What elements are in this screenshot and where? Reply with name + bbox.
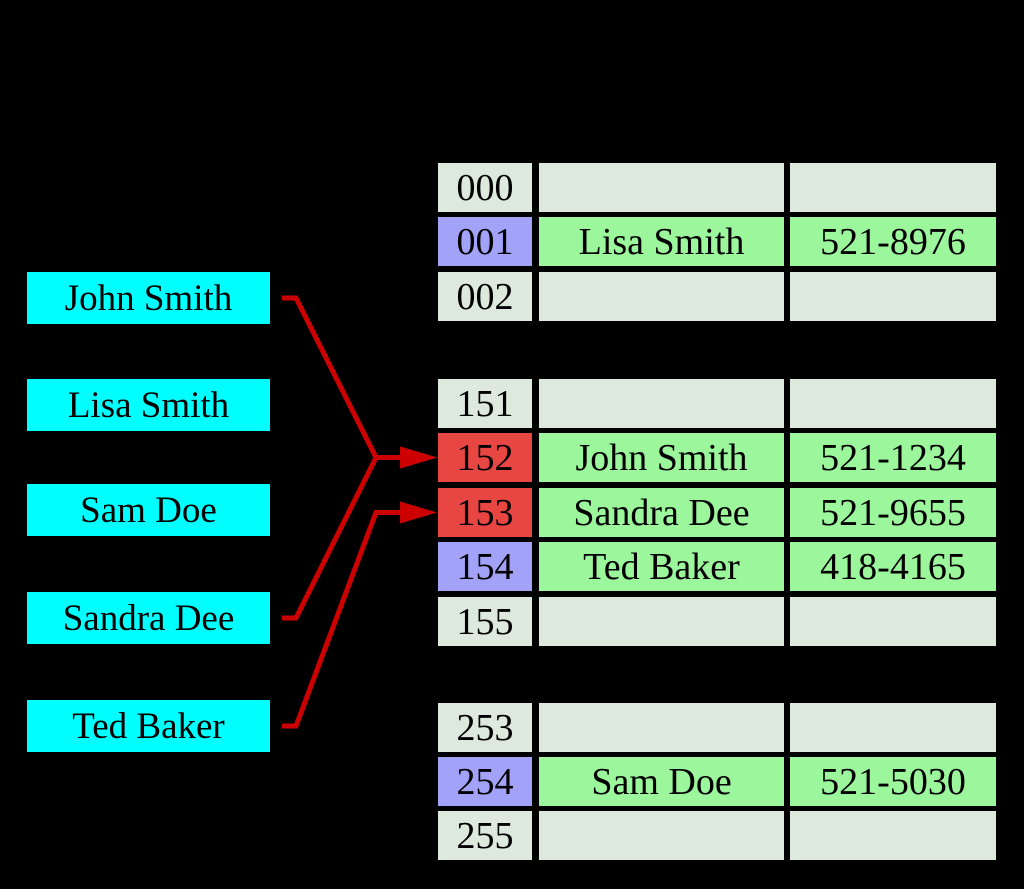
bucket-index-cell: 151: [438, 379, 532, 428]
entry-phone-cell: [790, 597, 996, 646]
bucket-index-cell: 255: [438, 811, 532, 860]
entry-phone-cell: [790, 163, 996, 212]
entry-name-cell: John Smith: [539, 433, 784, 482]
entry-name-cell: [539, 703, 784, 752]
key-label: Sam Doe: [80, 489, 217, 531]
key-box: Sandra Dee: [27, 592, 270, 644]
entry-phone-cell: [790, 272, 996, 321]
bucket-index-cell: 154: [438, 542, 532, 591]
bucket-index-cell: 001: [438, 217, 532, 266]
entry-phone-cell: 521-5030: [790, 757, 996, 806]
hash-arrow-head: [400, 446, 437, 469]
bucket-index-cell: 155: [438, 597, 532, 646]
entry-name-cell: Sam Doe: [539, 757, 784, 806]
entry-name-cell: [539, 272, 784, 321]
key-label: Ted Baker: [72, 705, 225, 747]
entry-phone-cell: 521-8976: [790, 217, 996, 266]
hash-arrow-line: [282, 510, 402, 729]
bucket-index-cell: 000: [438, 163, 532, 212]
entry-name-cell: [539, 597, 784, 646]
entry-phone-cell: 418-4165: [790, 542, 996, 591]
entry-name-cell: [539, 811, 784, 860]
entry-name-cell: Lisa Smith: [539, 217, 784, 266]
hash-arrow-line: [282, 455, 402, 621]
bucket-index-cell: 253: [438, 703, 532, 752]
entry-name-cell: Ted Baker: [539, 542, 784, 591]
bucket-index-cell: 254: [438, 757, 532, 806]
key-label: Sandra Dee: [62, 597, 235, 639]
entry-phone-cell: 521-9655: [790, 488, 996, 537]
entry-name-cell: [539, 163, 784, 212]
bucket-index-cell: 152: [438, 433, 532, 482]
entry-phone-cell: [790, 703, 996, 752]
entry-phone-cell: [790, 379, 996, 428]
hash-arrow-head: [400, 501, 437, 524]
key-box: Sam Doe: [27, 484, 270, 536]
entry-name-cell: Sandra Dee: [539, 488, 784, 537]
key-box: Ted Baker: [27, 700, 270, 752]
key-box: John Smith: [27, 272, 270, 324]
bucket-index-cell: 153: [438, 488, 532, 537]
hash-arrow-line: [282, 295, 402, 460]
key-label: Lisa Smith: [67, 384, 230, 426]
bucket-index-cell: 002: [438, 272, 532, 321]
entry-phone-cell: 521-1234: [790, 433, 996, 482]
key-box: Lisa Smith: [27, 379, 270, 431]
hash-arrow-head: [400, 446, 437, 469]
entry-phone-cell: [790, 811, 996, 860]
entry-name-cell: [539, 379, 784, 428]
key-label: John Smith: [64, 277, 233, 319]
